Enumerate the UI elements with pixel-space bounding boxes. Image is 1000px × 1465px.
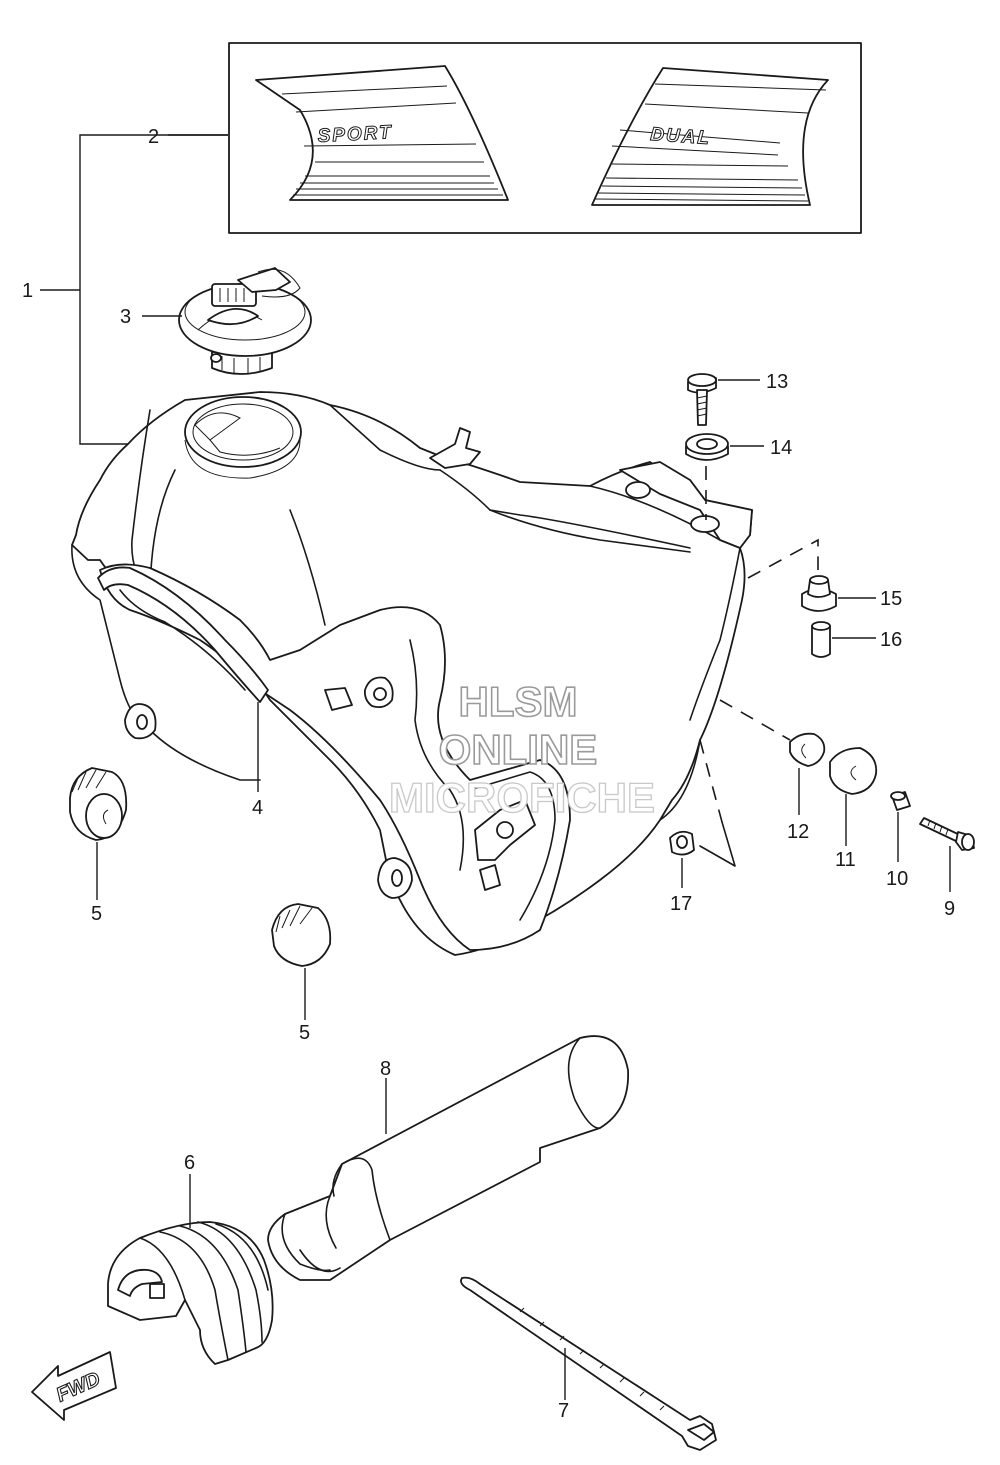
callout-4: 4: [252, 797, 263, 819]
cushion-rubber-5-front: [69, 767, 128, 841]
decal-dual-text: DUAL: [650, 124, 712, 149]
callout-5-rear: 5: [299, 1022, 310, 1044]
nut-17: [669, 830, 695, 856]
watermark: HLSM ONLINE MICROFICHE: [388, 677, 655, 821]
callout-labels: 1 2 3 4 5 5 6 7 8 9 10 11 12 13 14 15 16…: [22, 126, 955, 1422]
fwd-arrow: FWD: [31, 1351, 117, 1421]
cushion-large-11: [829, 747, 878, 795]
callout-9: 9: [944, 898, 955, 920]
callout-2: 2: [148, 126, 159, 148]
right-decal-dual: DUAL: [591, 67, 829, 206]
cushion-top-15: [801, 575, 837, 612]
callout-13: 13: [766, 371, 788, 393]
callout-8: 8: [380, 1058, 391, 1080]
spacer-16: [811, 621, 831, 658]
screw-13: [687, 373, 717, 426]
fuel-cap: [178, 267, 312, 375]
callout-6: 6: [184, 1152, 195, 1174]
callout-1: 1: [22, 280, 33, 302]
tank-emblem-set-box: SPORT DUAL: [228, 42, 862, 234]
callout-17: 17: [670, 893, 692, 915]
decal-sport-text: SPORT: [317, 122, 393, 147]
watermark-line3: MICROFICHE: [389, 774, 655, 821]
callout-15: 15: [880, 588, 902, 610]
callout-11: 11: [835, 849, 856, 871]
bolt-9: [919, 817, 975, 851]
watermark-line2: ONLINE: [439, 726, 598, 773]
protector-tube-8: [267, 1035, 629, 1281]
callout-7: 7: [558, 1400, 569, 1422]
cushion-rubber-5-rear: [271, 903, 332, 967]
cushion-small-12: [789, 732, 826, 767]
watermark-line1: HLSM: [459, 678, 578, 725]
callout-3: 3: [120, 306, 131, 328]
collar-10: [890, 791, 911, 811]
callout-16: 16: [880, 629, 902, 651]
fuel-tank: [71, 391, 753, 956]
left-decal-sport: SPORT: [255, 65, 509, 201]
callout-5-front: 5: [91, 903, 102, 925]
washer-14: [685, 433, 729, 461]
callout-14: 14: [770, 437, 792, 459]
cable-tie-7: [460, 1276, 717, 1451]
callout-10: 10: [886, 868, 908, 890]
callout-12: 12: [787, 821, 809, 843]
grommet-6: [107, 1221, 274, 1365]
